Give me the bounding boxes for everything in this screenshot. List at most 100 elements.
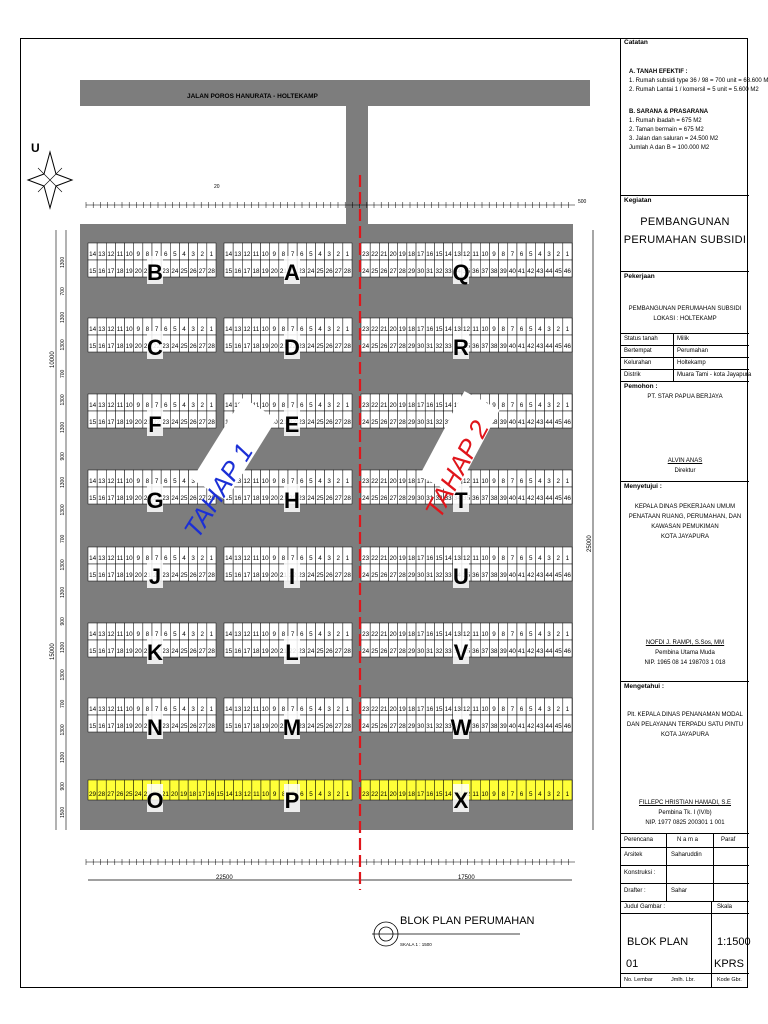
block-west-row3-top-lot-number: 14: [89, 478, 97, 485]
block-east-row2-bottom-lot-number: 31: [426, 419, 434, 426]
block-west-row0-top-lot-number: 3: [191, 251, 195, 258]
block-east-row6-top-lot-number: 4: [538, 706, 542, 713]
block-middle-row4-top-lot-number: 1: [346, 555, 350, 562]
sheet-footer-header: No. Lembar Jmlh. Lbr. Kode Gbr.: [621, 974, 749, 988]
block-east-row6-top-lot-number: 8: [501, 706, 505, 713]
block-east-row1-bottom-lot-number: 31: [426, 343, 434, 350]
block-east-row5-bottom-lot-number: 36: [472, 648, 480, 655]
block-east-row0-top-lot-number: 22: [371, 251, 379, 258]
block-middle-row4-bottom-lot-number: 28: [344, 572, 352, 579]
staff-role: Arsitek: [624, 852, 643, 858]
block-west-row5-top-lot-number: 4: [182, 631, 186, 638]
block-west-row5-bottom-lot-number: 24: [171, 648, 179, 655]
block-east-row5-top-lot-number: 6: [520, 631, 524, 638]
block-west-row5-bottom-lot-number: 17: [107, 648, 115, 655]
block-letter-bg: [284, 784, 300, 812]
info-key: Status tanah: [624, 336, 658, 342]
block-west-row0-top-lot-number: 11: [117, 251, 124, 258]
block-middle-row3-bottom-lot-number: 18: [252, 495, 260, 502]
block-east-row2-bottom-lot-number: 32: [435, 419, 443, 426]
block-middle-row0-bottom-lot-number: 28: [344, 268, 352, 275]
block-west-row3-bottom-lot-number: 17: [107, 495, 115, 502]
block-west-row4-top-lot-number: 8: [146, 555, 150, 562]
sheet-number-label: No. Lembar: [624, 977, 653, 983]
block-letter-E: E: [285, 412, 300, 437]
block-west-row5-top-lot-number: 9: [137, 631, 141, 638]
block-middle-row2-bottom-lot-number: 25: [316, 419, 324, 426]
block-east-row0-bottom-lot-number: 26: [380, 268, 388, 275]
block-west-row5-top-lot-number: 6: [164, 631, 168, 638]
block-east-row1-top-lot-number: 8: [501, 326, 505, 333]
block-east-row6-bottom-lot-number: 25: [371, 723, 379, 730]
block-west-row4-bottom-lot-number: 19: [126, 572, 134, 579]
block-east-row1-top-lot-number: 20: [390, 326, 398, 333]
staff-divider: [666, 834, 667, 902]
block-west-row0-top-lot-number: 7: [155, 251, 159, 258]
block-east-row2-top-lot-number: 21: [380, 402, 388, 409]
block-east-row4-bottom-lot-number: 38: [491, 572, 499, 579]
block-letter-bg: [453, 636, 469, 664]
block-east-row6-bottom-lot-number: 29: [408, 723, 416, 730]
block-east-row4-top-lot-number: 2: [556, 555, 560, 562]
block-middle-row6-top-lot-number: 13: [234, 706, 242, 713]
block-middle-row1-bottom-lot-number: 19: [262, 343, 270, 350]
block-west-row3-bottom-lot-number: 24: [171, 495, 179, 502]
block-letter-bg: [147, 408, 163, 436]
block-west-row4-bottom-lot-number: 18: [116, 572, 124, 579]
acknowledge-line: Plt. KEPALA DINAS PENANAMAN MODAL: [627, 712, 743, 718]
block-east-row5-top-lot-number: 9: [492, 631, 496, 638]
block-east-row6-top-lot-number: 1: [566, 706, 570, 713]
block-east-row0-top-lot-number: 18: [408, 251, 416, 258]
block-east-row2-bottom-lot-number: 44: [546, 419, 554, 426]
block-west-row0-bottom-lot-number: 24: [171, 268, 179, 275]
block-east-row5-top-lot-number: 22: [371, 631, 379, 638]
block-middle-row0-bottom-lot-number: 19: [262, 268, 270, 275]
block-west-row3-bottom-lot-number: 28: [208, 495, 216, 502]
block-east-row0-bottom-lot-number: 41: [518, 268, 526, 275]
block-middle-row4-top-lot-number: 12: [243, 555, 251, 562]
acknowledge-nip: NIP. 1977 0825 200301 1 001: [645, 820, 725, 826]
block-west-row1-top-lot-number: 6: [164, 326, 168, 333]
block-west-row6-bottom-lot-number: 20: [135, 723, 143, 730]
block-x-lot-number: 10: [481, 791, 489, 798]
block-east-row3-top-lot-number: 1: [566, 478, 570, 485]
block-east-row4-bottom-lot-number: 28: [399, 572, 407, 579]
block-east-row3-bottom-lot-number: 25: [371, 495, 379, 502]
block-east-row3-bottom-lot-number: 32: [435, 495, 443, 502]
block-east-row1-top-lot-number: 1: [566, 326, 570, 333]
block-west-row2-bottom-lot-number: 28: [208, 419, 216, 426]
block-east-row4-top-lot-number: 5: [529, 555, 533, 562]
block-middle-row4-top-lot-number: 10: [262, 555, 270, 562]
block-east-row5-top-lot-number: 5: [529, 631, 533, 638]
block-middle-row3-top-lot-number: 4: [318, 478, 322, 485]
block-east-row1-bottom-lot-number: 46: [564, 343, 572, 350]
block-letter-bg: [453, 560, 469, 588]
block-west-row4-bottom-lot-number: 23: [162, 572, 170, 579]
block-east-row5-top-lot-number: 21: [380, 631, 388, 638]
note-line: Jumlah A dan B = 100.000 M2: [629, 145, 710, 151]
block-east-row0-top-lot-number: 2: [556, 251, 560, 258]
block-west-row5-bottom-lot: [206, 639, 217, 658]
block-east-row4-bottom-lot-number: 41: [518, 572, 526, 579]
block-middle-row0-top-lot-number: 3: [327, 251, 331, 258]
acknowledge-name: FILLEPC HRISTIAN HAMADI, S.E: [638, 800, 732, 806]
block-east-row0-top-lot-number: 3: [547, 251, 551, 258]
block-middle-row1-bottom-lot-number: 25: [316, 343, 324, 350]
block-east-row2-top-lot-number: 17: [417, 402, 425, 409]
block-east-row0-top-lot-number: 21: [380, 251, 388, 258]
block-east-row6-top-lot-number: 10: [481, 706, 489, 713]
block-letter-J: J: [149, 564, 161, 589]
block-middle-row1-top-lot-number: 10: [262, 326, 270, 333]
block-middle-row0-top-lot-number: 8: [282, 251, 286, 258]
approval-name: NOFDI J. RAMPI, S.Sos, MM: [645, 640, 725, 646]
block-middle-row1-bottom-lot: [342, 334, 353, 353]
block-x-lot-number: 5: [529, 791, 533, 798]
block-west-row5-top-lot-number: 12: [107, 631, 115, 638]
block-middle-row4-top-lot-number: 2: [337, 555, 341, 562]
block-west-row4-bottom-lot-number: 27: [199, 572, 207, 579]
block-east-row6-top-lot-number: 6: [520, 706, 524, 713]
block-east-row1-bottom-lot-number: 28: [399, 343, 407, 350]
block-east-row5-bottom-lot-number: 28: [399, 648, 407, 655]
block-west-row2-bottom-lot-number: 18: [116, 419, 124, 426]
block-west-row1-bottom-lot-number: 20: [135, 343, 143, 350]
